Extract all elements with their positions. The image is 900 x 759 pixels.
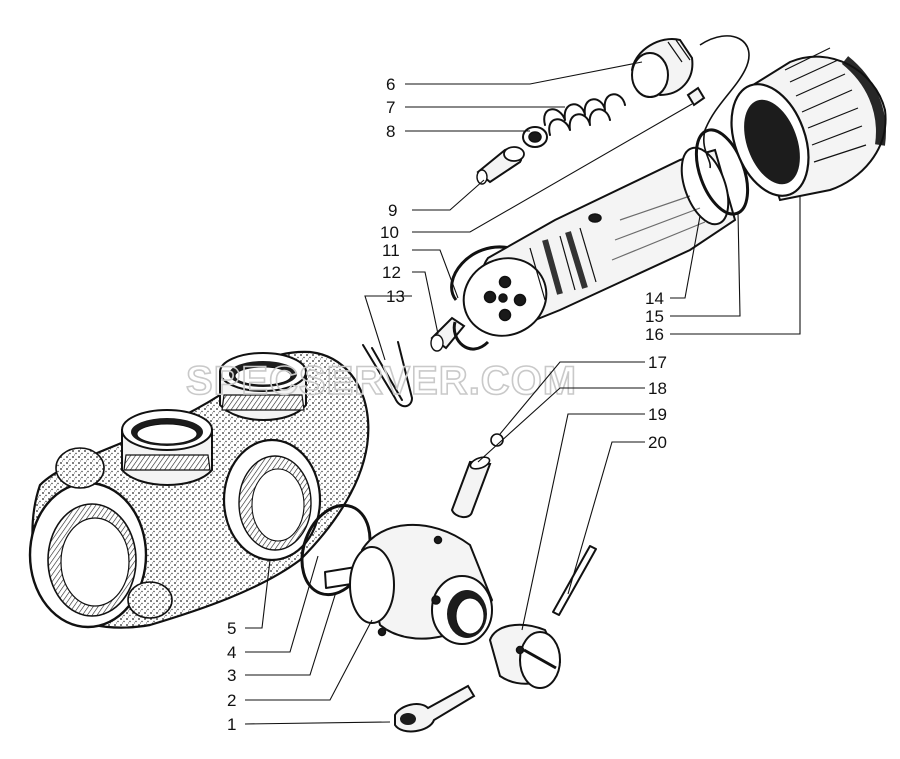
callout-4: 4 [227,643,236,662]
lever-part-1 [394,684,476,733]
callout-13: 13 [386,287,405,306]
plunger-body-part-14 [462,146,737,337]
valve-head-part-8 [522,126,548,148]
leader-line-14 [670,215,701,299]
callout-14: 14 [645,289,664,308]
leader-line-13 [364,295,412,361]
leader-line-3 [245,591,337,676]
leader-line-9 [412,179,485,211]
callout-1: 1 [227,715,236,734]
leader-line-4 [245,555,319,653]
small-nut-part-10 [686,86,706,107]
callout-15: 15 [645,307,664,326]
plug-part-6 [630,38,694,98]
callout-5: 5 [227,619,236,638]
callout-18: 18 [648,379,667,398]
valve-sleeve-part-2 [324,524,494,645]
callout-16: 16 [645,325,664,344]
callout-12: 12 [382,263,401,282]
leader-line-10 [412,103,693,233]
valve-stem-part-9 [476,146,525,185]
leader-line-18 [477,387,645,463]
leader-line-17 [499,361,645,435]
callout-20: 20 [648,433,667,452]
leader-line-15 [670,211,741,317]
pin-part-20 [552,545,597,616]
leader-line-11 [412,249,459,299]
slotted-nut-part-19 [488,623,562,689]
bush-part-18 [450,456,492,518]
snap-ring-part-11 [450,245,511,351]
callout-17: 17 [648,353,667,372]
spring-part-7 [543,93,626,136]
watermark-text: SPECSERVER.COM [186,359,577,403]
check-valve-part-12 [430,316,466,352]
callout-11: 11 [382,241,400,260]
leader-line-6 [405,61,643,85]
leader-line-5 [245,559,271,629]
leader-line-1 [244,721,391,725]
leader-lines [244,61,801,725]
valve-housing-part-5 [28,350,370,629]
callout-3: 3 [227,666,236,685]
leader-line-19 [521,413,645,631]
leader-line-20 [567,441,645,595]
callout-labels: 1 2 3 4 5 6 7 8 9 10 11 12 13 14 15 16 1… [227,75,667,734]
callout-2: 2 [227,691,236,710]
callout-9: 9 [388,201,397,220]
callout-8: 8 [386,122,395,141]
lock-wire [699,35,750,169]
spring-clip-part-13 [362,341,413,408]
callout-7: 7 [386,98,395,117]
leader-line-2 [245,619,373,701]
leader-line-16 [670,196,801,335]
callout-10: 10 [380,223,399,242]
callout-6: 6 [386,75,395,94]
leader-line-12 [412,271,439,335]
callout-19: 19 [648,405,667,424]
threaded-cap-part-16 [730,47,887,202]
